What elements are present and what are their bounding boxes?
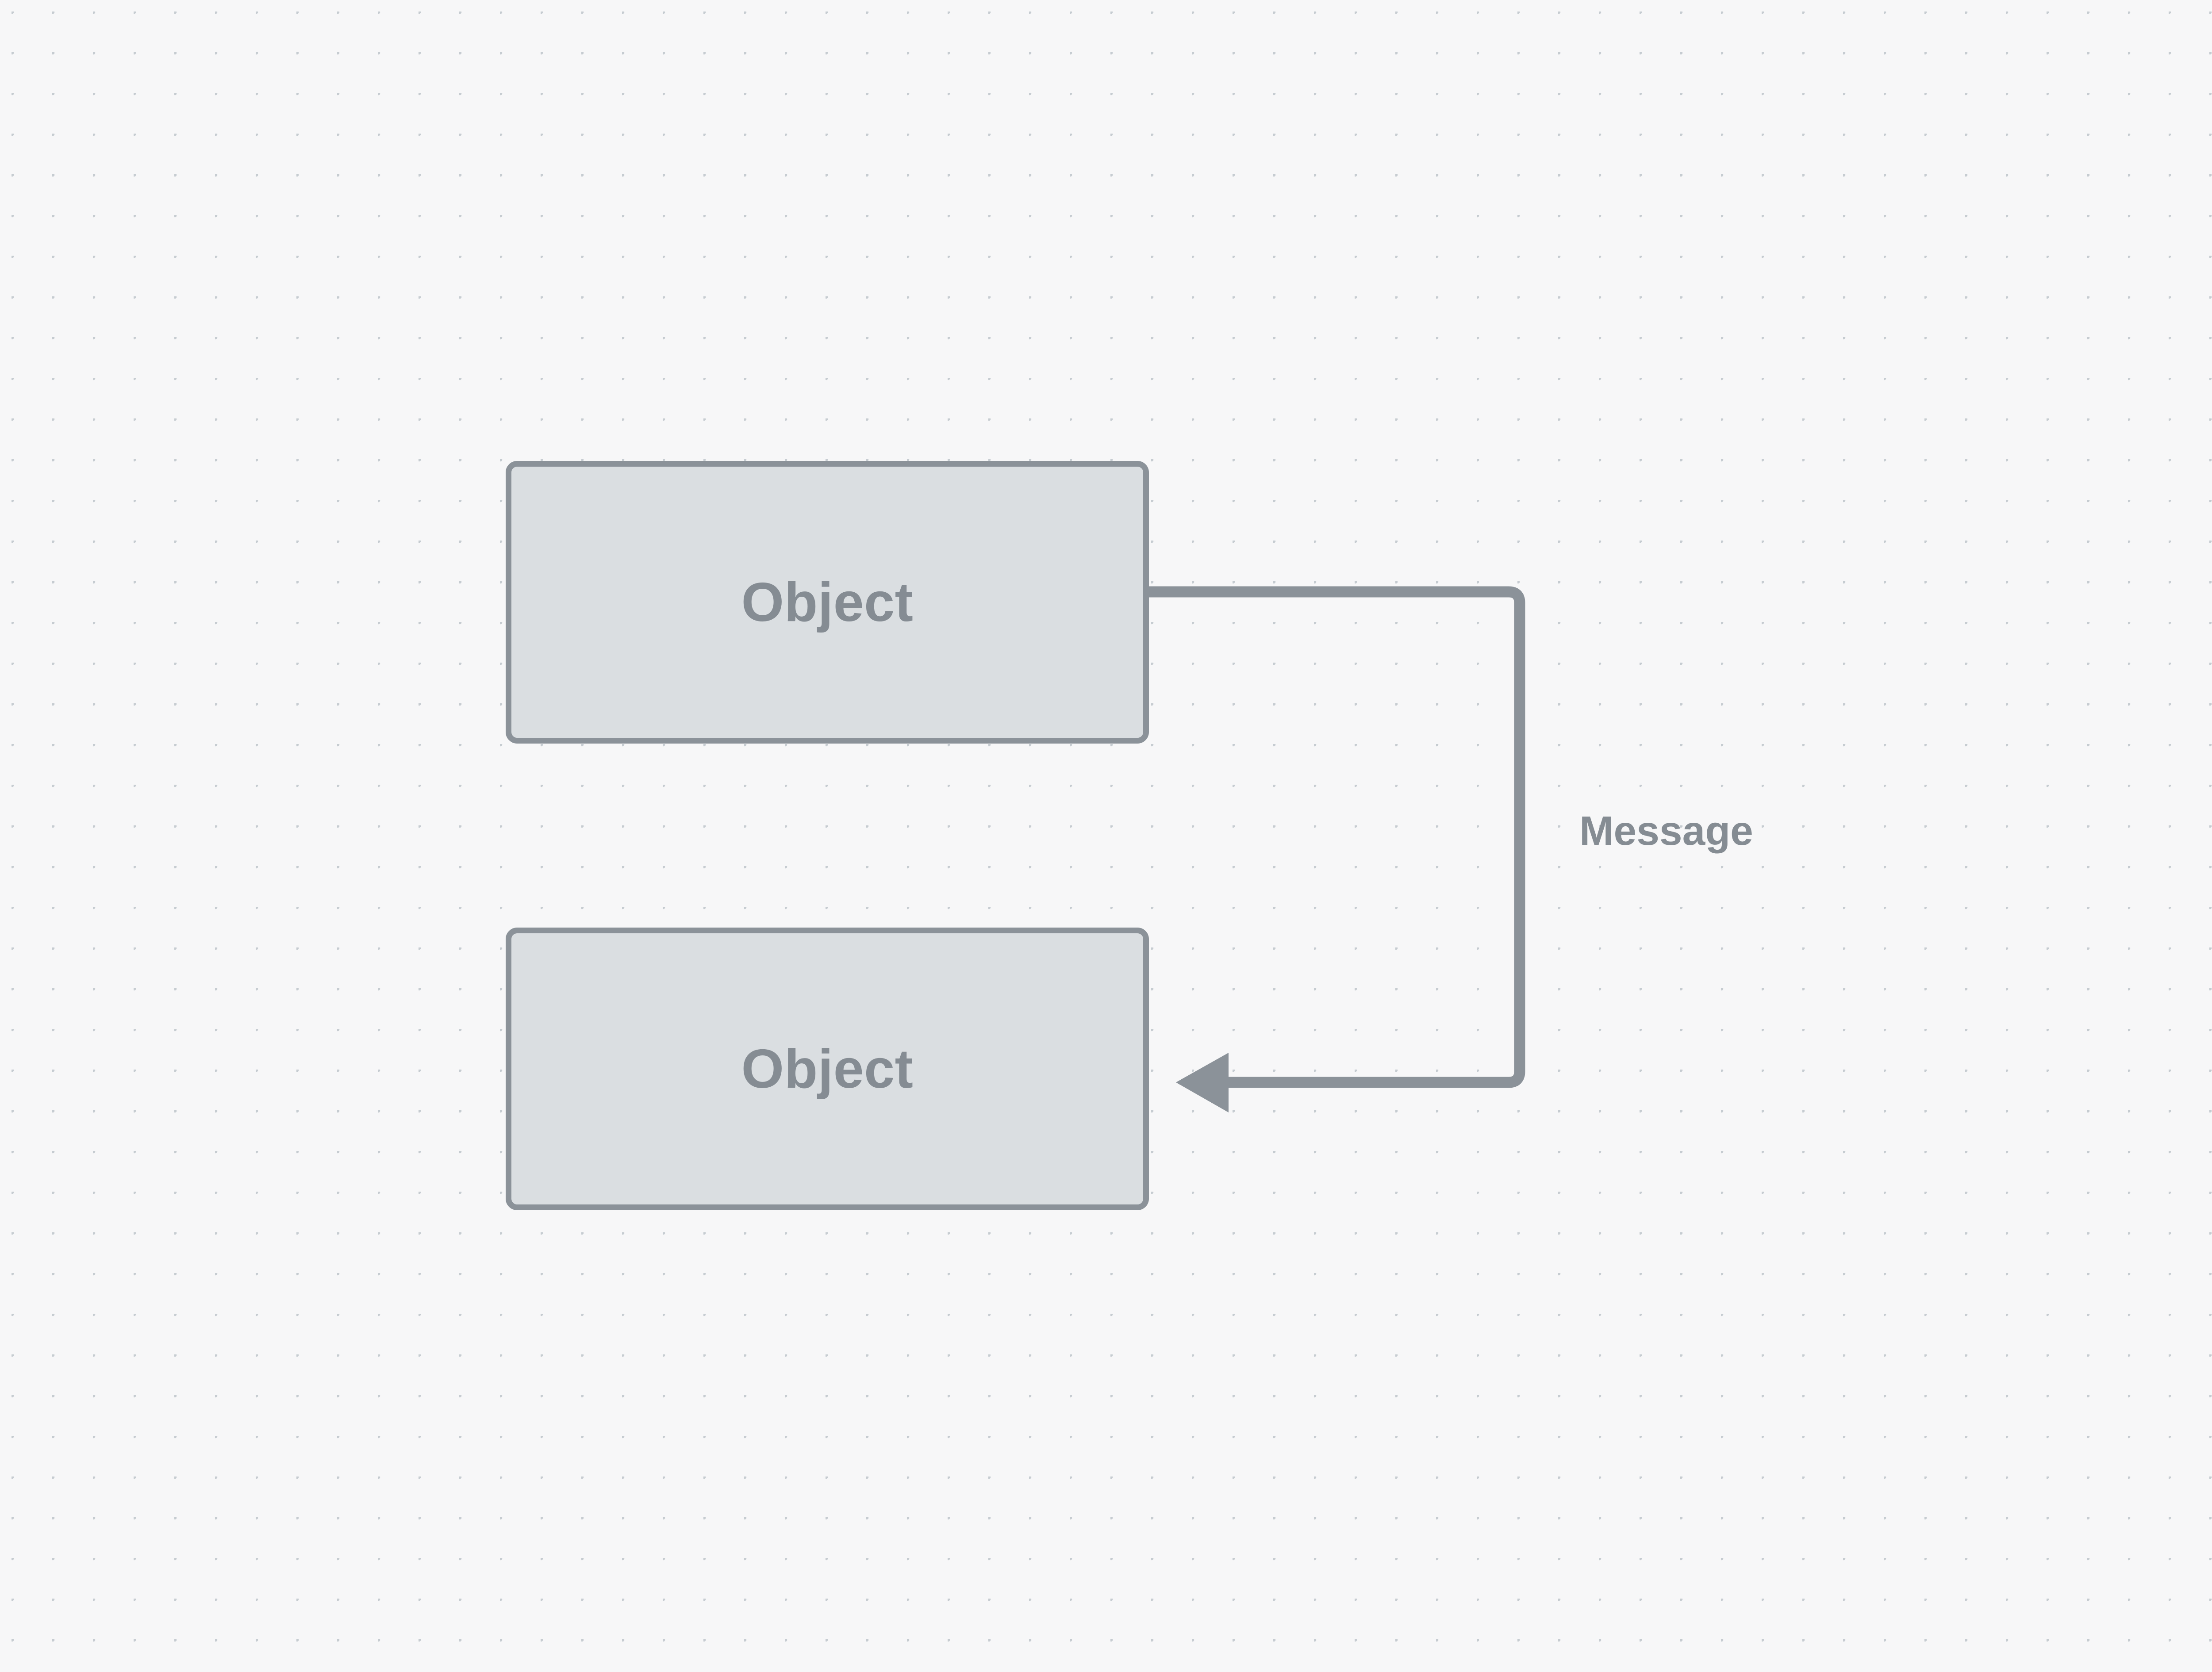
edge-message-arrowhead-icon: [1176, 1053, 1229, 1112]
object-node-bottom-label: Object: [741, 1038, 914, 1100]
edge-message-path[interactable]: [1149, 586, 1525, 1088]
object-node-top-label: Object: [741, 571, 914, 633]
object-node-bottom[interactable]: Object: [506, 928, 1149, 1210]
edge-message-label[interactable]: Message: [1579, 808, 1753, 854]
object-node-top[interactable]: Object: [506, 461, 1149, 744]
